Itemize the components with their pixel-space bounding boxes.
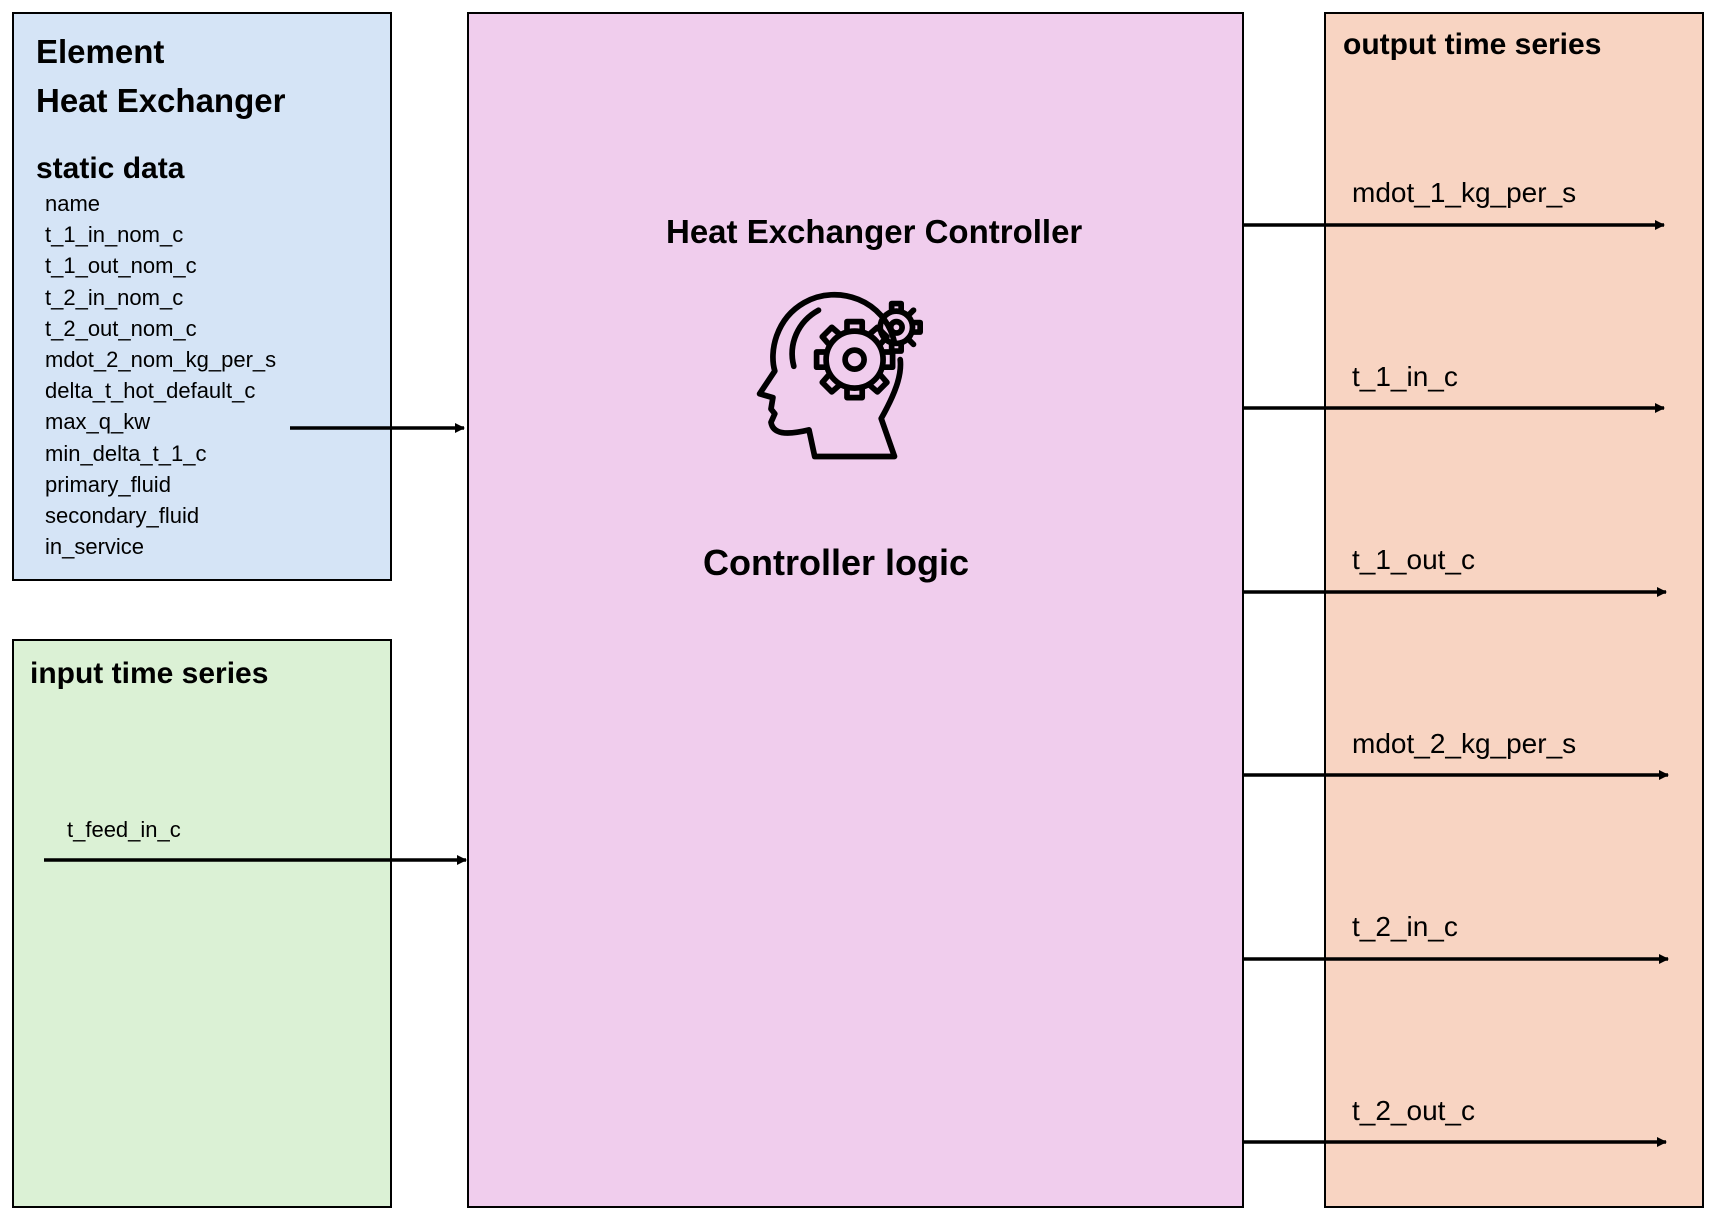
brain-gear-icon — [756, 291, 923, 460]
output-label-mdot-2: mdot_2_kg_per_s — [1352, 728, 1577, 759]
static-data-list: name t_1_in_nom_c t_1_out_nom_c t_2_in_n… — [45, 188, 276, 562]
controller-title: Heat Exchanger Controller — [666, 213, 1083, 250]
static-item-in-service: in_service — [45, 534, 145, 560]
element-type-title: Heat Exchanger — [36, 82, 286, 119]
static-item-mdot-2-nom: mdot_2_nom_kg_per_s — [45, 346, 277, 372]
output-label-t-2-in: t_2_in_c — [1352, 911, 1458, 942]
static-item-primary-fluid: primary_fluid — [45, 471, 171, 497]
input-label-t-feed-in: t_feed_in_c — [67, 817, 181, 842]
output-time-series-box — [1324, 12, 1704, 1208]
static-item-min-delta-t-1: min_delta_t_1_c — [45, 440, 207, 466]
static-item-secondary-fluid: secondary_fluid — [45, 502, 200, 528]
static-item-t-2-out-nom: t_2_out_nom_c — [45, 315, 197, 341]
static-item-name: name — [45, 191, 101, 216]
output-label-t-2-out: t_2_out_c — [1352, 1095, 1475, 1126]
element-box — [12, 12, 392, 581]
static-item-t-2-in-nom: t_2_in_nom_c — [45, 284, 184, 310]
output-time-series-title: output time series — [1343, 28, 1602, 61]
input-time-series-title: input time series — [30, 657, 269, 690]
static-item-delta-t-hot-default: delta_t_hot_default_c — [45, 378, 256, 404]
static-data-title: static data — [36, 152, 185, 185]
static-item-max-q: max_q_kw — [45, 409, 151, 435]
output-label-t-1-out: t_1_out_c — [1352, 544, 1475, 575]
output-label-t-1-in: t_1_in_c — [1352, 361, 1458, 392]
controller-logic-label: Controller logic — [703, 542, 970, 583]
static-item-t-1-in-nom: t_1_in_nom_c — [45, 222, 184, 248]
element-title: Element — [36, 33, 165, 70]
input-time-series-box — [12, 639, 392, 1208]
output-label-mdot-1: mdot_1_kg_per_s — [1352, 177, 1577, 208]
static-item-t-1-out-nom: t_1_out_nom_c — [45, 253, 197, 279]
controller-box — [467, 12, 1244, 1208]
